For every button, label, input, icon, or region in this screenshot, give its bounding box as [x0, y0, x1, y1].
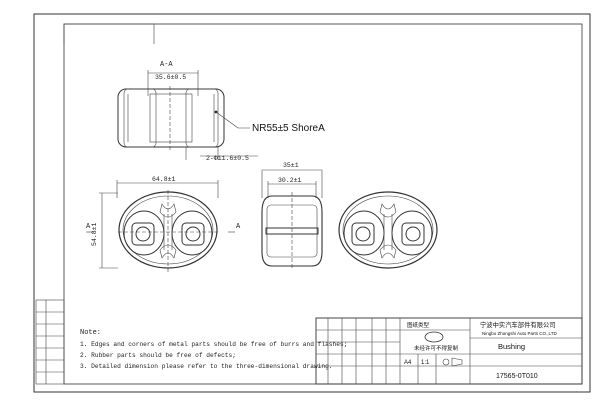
- note-item-2: 2. Rubber parts should be free of defect…: [80, 352, 236, 359]
- outer-frame: [33, 13, 591, 393]
- dim-top-width: 35.6±0.5: [155, 74, 186, 81]
- right-hole: [181, 222, 205, 246]
- dim-side-inner: 30.2±1: [278, 177, 302, 184]
- part-name: Bushing: [498, 342, 525, 351]
- side-body-outline: [261, 195, 323, 267]
- corner-mark: [63, 23, 155, 44]
- section-mark-left: A: [86, 223, 91, 231]
- company-name-cn: 宁波中实汽车部件有限公司: [480, 320, 556, 329]
- note-item-3: 3. Detailed dimension please refer to th…: [80, 363, 333, 370]
- back-body-outline: [338, 191, 438, 269]
- scale: 1:1: [421, 360, 430, 366]
- sheet-size: A4: [404, 360, 412, 366]
- note-item-1: 1. Edges and corners of metal parts shou…: [80, 341, 347, 348]
- company-name-en: Ningbo Zhongshi Auto Parts CO.,LTD: [482, 331, 557, 336]
- material-leader: [215, 111, 250, 129]
- revision-column: [35, 299, 65, 385]
- section-label: A-A: [160, 61, 173, 69]
- notes-block: Note: 1. Edges and corners of metal part…: [80, 329, 347, 370]
- part-number: 17565-0T010: [496, 373, 538, 380]
- section-mark-right: A: [236, 223, 241, 231]
- stamp-text: 未经许可不得复制: [414, 344, 459, 352]
- dim-front-height: 54.8±1: [91, 222, 98, 246]
- top-body-outline: [117, 88, 225, 148]
- side-view: 35±1 30.2±1: [261, 162, 323, 270]
- drawing-type-label: 图纸类型: [407, 321, 430, 329]
- back-view: [338, 191, 438, 269]
- notes-title: Note:: [80, 329, 101, 337]
- title-block: 图纸类型 未经许可不得复制 A4 1:1 宁波中实汽车部件有限公司 Ningbo…: [315, 317, 583, 385]
- left-hole: [131, 222, 155, 246]
- dim-front-width: 64.8±1: [152, 176, 176, 183]
- dim-hole-dia: 2-Φ11.6±0.5: [206, 155, 249, 162]
- projection-symbol-icon: [442, 357, 463, 367]
- top-view: A-A 35.6±0.5 NR55±5 ShoreA 2-Φ11.6±0.5: [117, 61, 325, 162]
- dim-side-outer: 35±1: [283, 162, 299, 169]
- front-view: 64.8±1 54.8±1 A A: [86, 176, 241, 272]
- stamp-icon: [424, 331, 444, 343]
- material-spec: NR55±5 ShoreA: [252, 123, 325, 134]
